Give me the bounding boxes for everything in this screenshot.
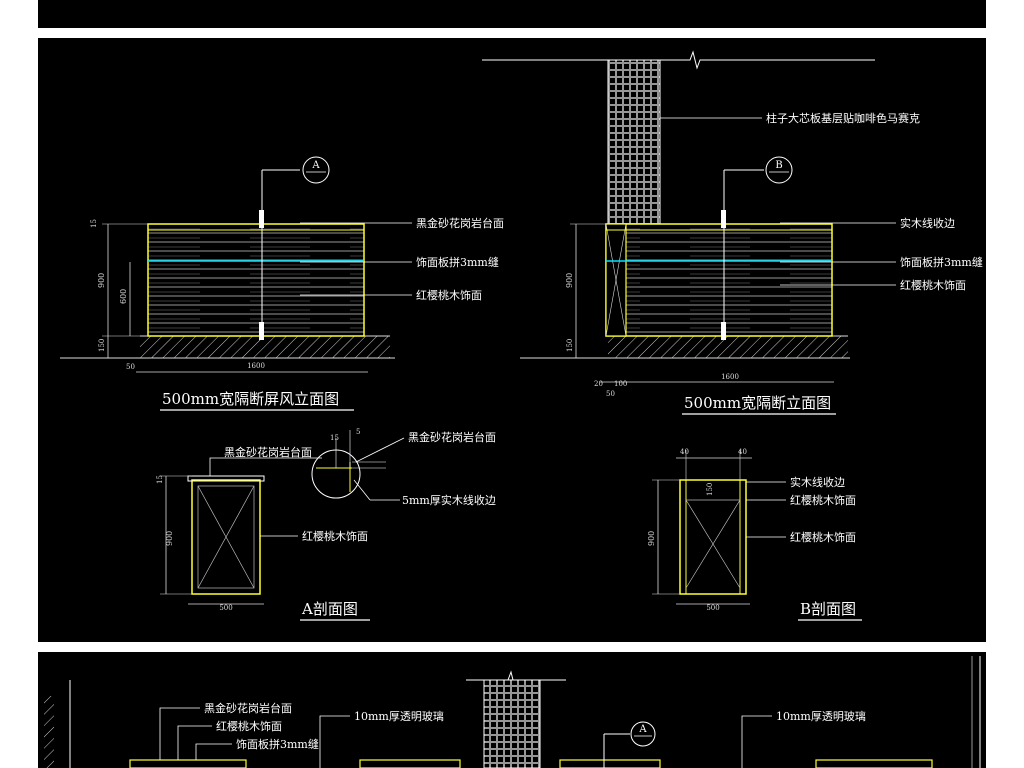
section-a-dim-d1: 15 (330, 434, 339, 442)
bottom-callout-granite: 黑金砂花岗岩台面 (204, 701, 292, 715)
section-b-dim-inner: 150 (706, 483, 714, 496)
right-partition-panel (605, 223, 833, 337)
left-dim-height: 900 (97, 273, 106, 288)
section-marker-a (302, 156, 330, 184)
left-dim-base: 150 (98, 339, 106, 352)
bottom-callout-cherry: 红樱桃木饰面 (216, 719, 282, 733)
right-dim-width: 1600 (721, 373, 739, 381)
section-a-dim-width: 500 (219, 604, 232, 612)
section-b-callout-trim: 实木线收边 (790, 475, 845, 489)
left-dim-top: 15 (90, 219, 98, 228)
right-dim-c: 50 (606, 390, 615, 398)
bottom-callout-glass-left: 10mm厚透明玻璃 (354, 709, 444, 723)
section-marker-a-label: A (311, 160, 320, 171)
bottom-callout-glass-right: 10mm厚透明玻璃 (776, 709, 866, 723)
left-callout-seam: 饰面板拼3mm缝 (416, 255, 499, 269)
left-dim-offset: 50 (126, 363, 135, 371)
section-b: 40 40 150 900 500 实木线收边 红樱桃木饰面 红樱桃木饰面 B剖… (647, 448, 862, 621)
right-dim-a: 20 (594, 380, 603, 388)
left-screen-panel (147, 223, 365, 337)
section-marker-b-label: B (775, 160, 782, 171)
section-b-dim-left: 40 (680, 448, 689, 456)
left-floor-hatch (140, 336, 390, 358)
top-cut-panel (38, 0, 986, 28)
left-callout-granite: 黑金砂花岗岩台面 (416, 216, 504, 230)
section-b-callout-cherry-2: 红樱桃木饰面 (790, 530, 856, 544)
bottom-mosaic-column (483, 679, 541, 768)
right-dim-height: 900 (565, 273, 574, 288)
section-a: 5 15 15 900 500 黑金砂花岗岩台面 黑金砂花岗岩台面 红樱桃木饰面… (156, 428, 496, 621)
mosaic-column (607, 59, 661, 225)
section-b-dim-height: 900 (647, 531, 656, 546)
bottom-wall-hatch (44, 696, 54, 768)
section-a-dim-top: 15 (156, 475, 164, 484)
bottom-section-marker-label: A (638, 724, 647, 735)
section-marker-b (765, 156, 793, 184)
right-elevation: B 900 150 20 100 50 1600 柱子大芯板基层贴咖啡色马赛克 … (482, 50, 983, 415)
left-callout-cherry: 红樱桃木饰面 (416, 288, 482, 302)
section-a-title: A剖面图 (301, 600, 358, 618)
section-a-callout-trim: 5mm厚实木线收边 (402, 493, 496, 507)
left-dim-inner: 600 (119, 289, 128, 304)
left-dim-width: 1600 (247, 362, 265, 370)
right-floor-hatch (608, 336, 848, 358)
right-callout-cherry: 红樱桃木饰面 (900, 278, 966, 292)
section-b-callout-cherry-1: 红樱桃木饰面 (790, 493, 856, 507)
right-elevation-title: 500mm宽隔断立面图 (684, 394, 831, 412)
right-dim-base: 150 (566, 339, 574, 352)
section-b-body (679, 479, 747, 595)
bottom-section-marker (630, 721, 656, 747)
right-callout-trim: 实木线收边 (900, 216, 955, 230)
left-elevation-title: 500mm宽隔断屏风立面图 (162, 390, 339, 408)
section-a-callout-cherry: 红樱桃木饰面 (302, 529, 368, 543)
section-a-dim-d2: 5 (356, 428, 360, 436)
right-dim-b: 100 (614, 380, 627, 388)
section-b-title: B剖面图 (800, 600, 856, 618)
section-a-dim-height: 900 (165, 531, 174, 546)
section-b-dim-right: 40 (738, 448, 747, 456)
section-b-dim-width: 500 (706, 604, 719, 612)
section-a-callout-granite-1: 黑金砂花岗岩台面 (224, 445, 312, 459)
right-callout-seam: 饰面板拼3mm缝 (900, 255, 983, 269)
section-a-callout-granite-2: 黑金砂花岗岩台面 (408, 430, 496, 444)
bottom-callout-seam: 饰面板拼3mm缝 (236, 737, 319, 751)
bottom-elevation: 黑金砂花岗岩台面 红樱桃木饰面 饰面板拼3mm缝 10mm厚透明玻璃 10mm厚… (44, 656, 981, 768)
left-elevation: A 15 900 600 150 50 1600 黑金砂花岗岩台面 饰面板拼3m… (60, 156, 504, 411)
section-a-body (191, 479, 261, 595)
right-callout-mosaic: 柱子大芯板基层贴咖啡色马赛克 (766, 111, 920, 125)
